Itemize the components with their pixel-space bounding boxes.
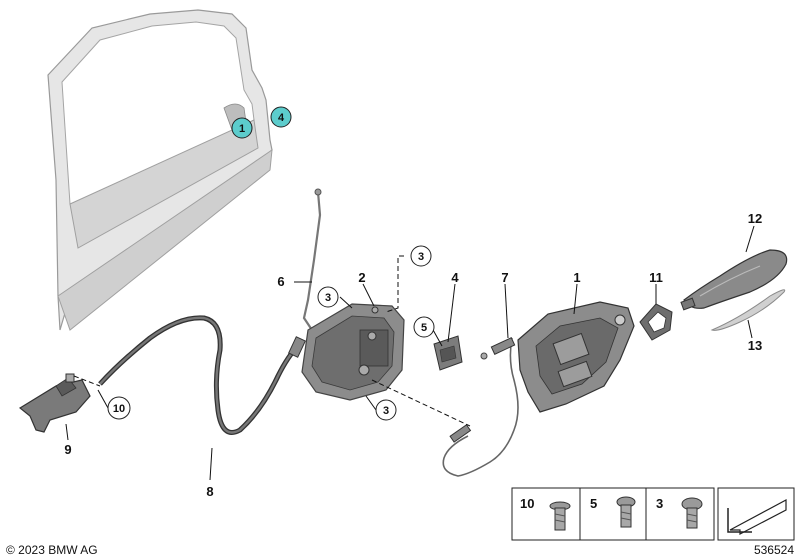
cable-part-7: [442, 337, 519, 477]
fastener-legend: 10 5 3: [511, 487, 795, 541]
screw-icon-5: [616, 496, 636, 528]
legend-label-3: 3: [656, 496, 663, 511]
circle-callout-3-left: 3: [317, 286, 339, 308]
svg-text:3: 3: [325, 292, 331, 304]
door-lock-part-2: [301, 303, 405, 401]
trim-strip-part-13: [710, 289, 786, 331]
callout-4: 4: [451, 270, 459, 285]
diagram-number: 536524: [754, 543, 794, 557]
door-callout-4: 4: [270, 106, 292, 128]
svg-text:3: 3: [418, 251, 424, 263]
callout-8: 8: [206, 484, 213, 499]
circle-callout-3-top: 3: [410, 245, 432, 267]
svg-text:1: 1: [239, 123, 245, 135]
outer-handle-part-12: [680, 249, 788, 311]
callout-1: 1: [573, 270, 580, 285]
callout-13: 13: [748, 338, 762, 353]
circle-callout-5: 5: [413, 316, 435, 338]
callout-9: 9: [64, 442, 71, 457]
svg-text:10: 10: [113, 403, 125, 415]
gasket-part-11: [639, 303, 673, 341]
door-callout-1: 1: [231, 117, 253, 139]
callout-6: 6: [277, 274, 284, 289]
rod-part-6: [302, 188, 322, 331]
callout-7: 7: [501, 270, 508, 285]
inner-handle-part-9: [18, 373, 91, 433]
callout-2: 2: [358, 270, 365, 285]
leader-lines: [65, 225, 755, 481]
bowden-cable-part-8: [98, 315, 306, 435]
screw-icon-10: [549, 501, 571, 531]
svg-text:4: 4: [278, 112, 285, 124]
copyright-text: © 2023 BMW AG: [6, 543, 98, 557]
legend-label-5: 5: [590, 496, 597, 511]
orientation-arrow-icon: [727, 498, 787, 535]
legend-label-10: 10: [520, 496, 534, 511]
callout-12: 12: [748, 211, 762, 226]
handle-carrier-part-1: [517, 301, 635, 413]
circle-callout-10: 10: [107, 396, 131, 420]
circle-callout-3-bottom: 3: [375, 399, 397, 421]
svg-text:5: 5: [421, 322, 427, 334]
callout-11: 11: [649, 270, 663, 285]
rear-door-panel: [47, 9, 273, 331]
screw-icon-3: [681, 497, 703, 529]
svg-text:3: 3: [383, 405, 389, 417]
